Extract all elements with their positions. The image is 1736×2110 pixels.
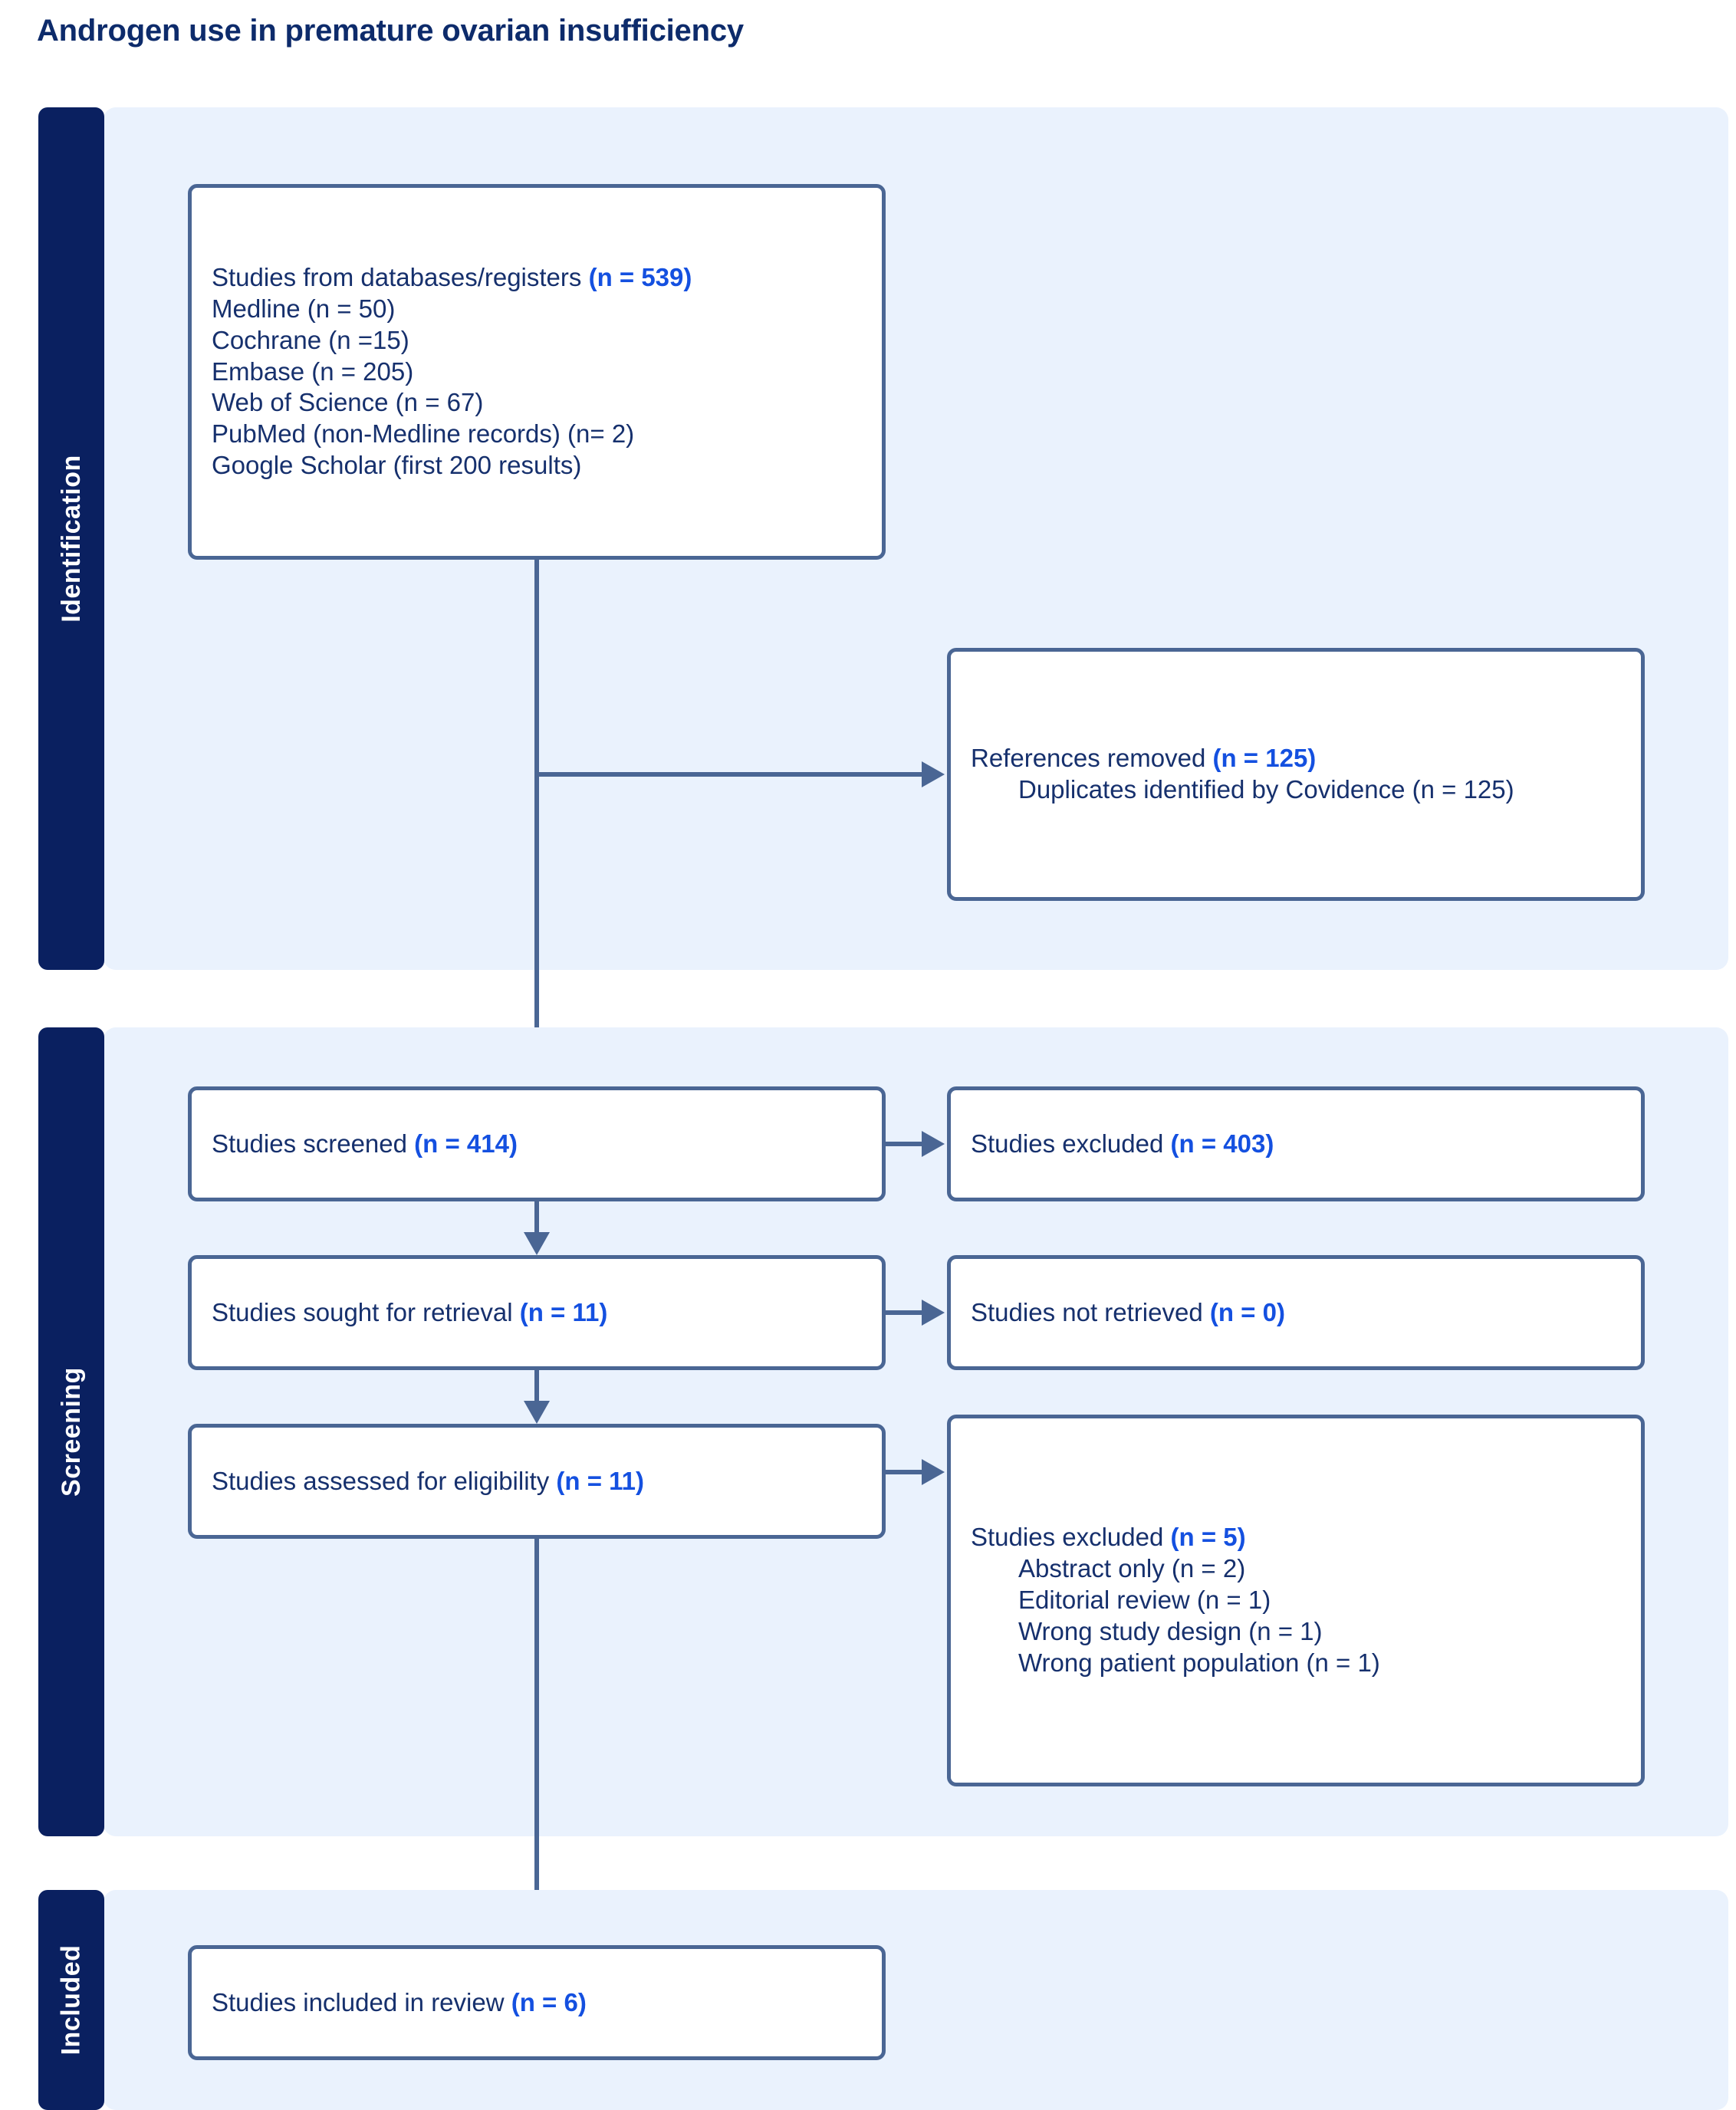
connector-screened-to-excluded [886,1142,922,1146]
box-line: Studies screened (n = 414) [212,1129,518,1158]
box-line: Editorial review (n = 1) [1018,1586,1271,1615]
connector-assessed-to-excluded-eligibility [886,1470,922,1474]
connector-vertical-to-screening [534,772,539,1060]
box-line: Wrong study design (n = 1) [1018,1616,1323,1645]
box-line: Studies included in review (n = 6) [212,1987,587,2016]
arrow-right-to-references-removed [922,761,945,787]
box-line: Wrong patient population (n = 1) [1018,1648,1380,1677]
connector-vertical-identification [534,560,539,774]
box-content: Studies assessed for eligibility (n = 11… [192,1466,882,1497]
box-line: Studies excluded (n = 5) [971,1523,1246,1552]
stage-label-screening: Screening [56,1367,86,1497]
page-title: Androgen use in premature ovarian insuff… [37,14,744,48]
arrow-down-to-assessed-for-eligibility [524,1401,550,1424]
stage-label-included: Included [56,1944,86,2056]
box-content: Studies excluded (n = 5) Abstract only (… [951,1522,1641,1679]
stage-band-screening: Screening [38,1027,104,1836]
count-value: (n = 414) [414,1129,518,1158]
box-line: Embase (n = 205) [212,357,414,386]
arrow-right-to-studies-excluded-eligibility [922,1459,945,1485]
box-studies-sought-for-retrieval: Studies sought for retrieval (n = 11) [188,1255,886,1370]
arrow-right-to-studies-not-retrieved [922,1300,945,1326]
connector-sought-to-assessed [534,1370,539,1401]
box-line: References removed (n = 125) [971,744,1317,773]
arrow-right-to-studies-excluded-screening [922,1131,945,1157]
count-value: (n = 539) [588,262,692,291]
box-line: Studies not retrieved (n = 0) [971,1297,1285,1326]
box-studies-assessed-for-eligibility: Studies assessed for eligibility (n = 11… [188,1424,886,1539]
connector-vertical-to-included [534,1539,539,1918]
box-references-removed: References removed (n = 125) Duplicates … [947,648,1645,901]
connector-screened-to-sought [534,1201,539,1232]
box-studies-included-in-review: Studies included in review (n = 6) [188,1945,886,2060]
connector-sought-to-not-retrieved [886,1310,922,1315]
box-content: Studies sought for retrieval (n = 11) [192,1297,882,1329]
box-line: Studies excluded (n = 403) [971,1129,1274,1158]
box-line: Studies from databases/registers (n = 53… [212,262,692,291]
stage-band-included: Included [38,1890,104,2110]
box-line: Studies sought for retrieval (n = 11) [212,1297,608,1326]
box-content: Studies not retrieved (n = 0) [951,1297,1641,1329]
box-content: Studies included in review (n = 6) [192,1987,882,2019]
box-studies-from-databases: Studies from databases/registers (n = 53… [188,184,886,560]
count-value: (n = 11) [556,1466,645,1495]
box-line: Google Scholar (first 200 results) [212,451,582,480]
count-value: (n = 6) [511,1987,587,2016]
count-value: (n = 403) [1170,1129,1274,1158]
box-content: Studies screened (n = 414) [192,1129,882,1160]
arrow-down-to-sought-for-retrieval [524,1232,550,1255]
box-content: References removed (n = 125) Duplicates … [951,743,1641,806]
box-line: Medline (n = 50) [212,294,396,323]
box-studies-screened: Studies screened (n = 414) [188,1086,886,1201]
stage-label-identification: Identification [56,455,86,623]
box-line: Cochrane (n =15) [212,325,409,354]
connector-horizontal-to-references-removed [534,772,922,777]
box-line: Studies assessed for eligibility (n = 11… [212,1466,645,1495]
box-line: PubMed (non-Medline records) (n= 2) [212,419,635,449]
box-line: Web of Science (n = 67) [212,388,484,417]
box-content: Studies from databases/registers (n = 53… [192,262,882,481]
count-value: (n = 0) [1209,1297,1285,1326]
box-studies-excluded-eligibility: Studies excluded (n = 5) Abstract only (… [947,1415,1645,1786]
stage-band-identification: Identification [38,107,104,970]
box-studies-not-retrieved: Studies not retrieved (n = 0) [947,1255,1645,1370]
count-value: (n = 125) [1212,744,1317,773]
box-studies-excluded-screening: Studies excluded (n = 403) [947,1086,1645,1201]
box-line: Duplicates identified by Covidence (n = … [1018,775,1514,804]
count-value: (n = 5) [1170,1523,1246,1552]
count-value: (n = 11) [519,1297,608,1326]
box-line: Abstract only (n = 2) [1018,1554,1246,1583]
box-content: Studies excluded (n = 403) [951,1129,1641,1160]
